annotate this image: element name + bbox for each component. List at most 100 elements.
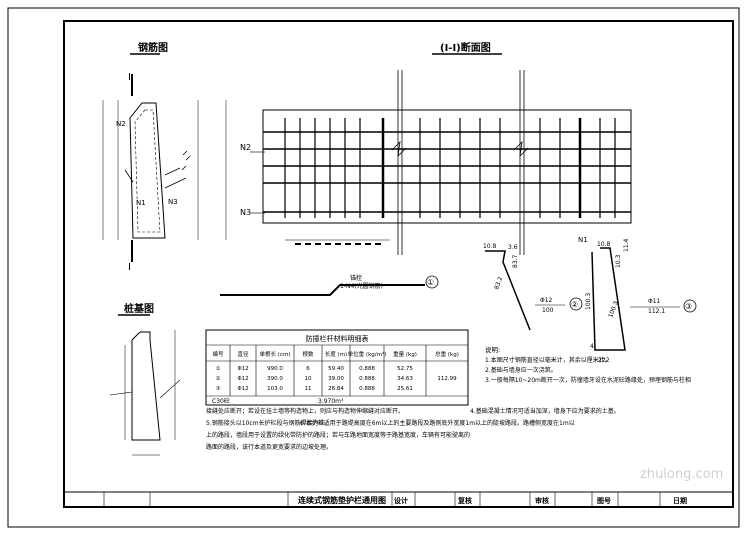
note-line: 4.基础混凝土情况可适当加深，墙身下应为要求的土基。 (470, 407, 620, 415)
bar-left-callout: ② (571, 300, 578, 309)
table-cell: Φ12 (237, 386, 248, 392)
table-header-cell: 重量 (kg) (393, 350, 417, 358)
note-line: 2.基础与墙身应一次浇筑。 (485, 366, 557, 374)
table-cell: 10 (305, 376, 312, 382)
table-header-cell: 单位重 (kg/m³) (348, 350, 387, 358)
break-symbol-right (513, 140, 529, 158)
slope-hatch (181, 150, 191, 171)
outer-border (7, 7, 740, 528)
table-frame (205, 329, 469, 406)
table-cell: 112.99 (437, 376, 457, 382)
note-line: 上的路段，墙段用于设置的绿化带防护的路段；若与车路地面宽度等于路基宽度，车辆有可… (206, 431, 470, 439)
table-cell: 390.0 (267, 376, 283, 382)
bar-right-bottom: 112.1 (648, 308, 665, 315)
break-symbol-left (391, 140, 407, 158)
bar-right-dim-c: 10.3 (615, 254, 622, 268)
callout-2-circle (569, 297, 583, 311)
stirrups-left (284, 118, 385, 218)
notes-heading: 说明: (485, 345, 500, 354)
label-n2: N2 (116, 120, 126, 128)
table-cells: 编号直径单根长 (cm)根数长度 (m)单位重 (kg/m³)重量 (kg)总重… (212, 350, 458, 392)
bar-right-n1: N1 (578, 236, 588, 244)
watermark: zhulong.com (640, 467, 723, 482)
bar-shape-right: N1 10.8 11.4 10.3 100.3 100.3 Φ11 112.1 … (578, 236, 697, 364)
tb-drawing-name: 连续式钢筋垫护栏通用图 (298, 495, 386, 505)
table-cell: ② (216, 375, 221, 382)
table-cell: 59.40 (328, 366, 344, 372)
table-cell: ③ (216, 386, 221, 392)
table-header-cell: 直径 (237, 350, 249, 358)
note-line: 3.一般每隔10~20m断开一次，防撞墙牙设在水泥砼路缘处，预埋钢筋与柱相 (485, 376, 691, 384)
title-block: 连续式钢筋垫护栏通用图 设计 复核 审核 图号 日期 (63, 491, 734, 508)
tb-date: 日期 (673, 496, 687, 505)
base-outline (131, 331, 161, 441)
anchor-bar (220, 284, 425, 296)
bar-left-label: Φ12 (540, 297, 553, 304)
bar-left-dim-c: 83.7 (512, 254, 519, 268)
table-header-cell: 长度 (m) (325, 350, 347, 358)
section-title: (I-I)断面图 (440, 41, 491, 54)
stirrups-mid (419, 118, 501, 218)
table-header-cell: 编号 (212, 350, 224, 358)
table-cell: 39.00 (328, 376, 344, 382)
table-cell: 0.888 (359, 376, 375, 382)
tb-drawing-no: 图号 (597, 496, 611, 505)
table-cell: 0.888 (359, 366, 375, 372)
table-cell: Φ12 (237, 366, 248, 372)
table-header-cell: 根数 (302, 350, 314, 358)
bar-right-dim-f: 222 (598, 357, 610, 364)
bar-left-dim-b: 3.6 (508, 244, 518, 251)
tb-approve: 审核 (535, 496, 549, 505)
rebar-cage (134, 109, 161, 233)
tb-design: 设计 (394, 496, 408, 505)
section-mark-bottom: I (128, 262, 131, 273)
base-ground (109, 379, 181, 399)
table-title: 防撞栏杆材料明细表 (306, 334, 369, 343)
table-footer-left: C30砼 (212, 397, 230, 405)
label-n1: N1 (136, 199, 146, 207)
note-line: 5.钢筋接头以10cm长护栏段与钢筋焊接为准。 (206, 419, 331, 427)
bar-left-dim-d: 83.2 (493, 276, 504, 291)
table-cell: 34.63 (397, 376, 413, 382)
table-footer-right: 3.970m³ (318, 398, 344, 405)
bar-right-dim-d: 100.3 (585, 293, 592, 310)
table-cell: ① (216, 366, 221, 372)
anchor-detail: 锚栓 1-N4(光圆钢筋) ① (220, 274, 439, 296)
bar-shape-left-line (485, 250, 531, 331)
table-header-cell: 总重 (kg) (435, 350, 459, 358)
rebar-elevation-view: 钢筋图 I I N2 N1 N3 (102, 41, 227, 273)
table-cell: 0.888 (359, 386, 375, 392)
table-column-rules (229, 345, 427, 396)
bar-right-label: Φ11 (648, 298, 661, 305)
note-line: 路面的路段，该行本道及更宽要求的边坡处理。 (206, 443, 332, 451)
anchor-note-top: 锚栓 (350, 274, 362, 282)
table-cell: 103.0 (267, 386, 283, 392)
note-line: 1.本图尺寸钢筋直径以毫米计，其余以厘米计。 (485, 356, 611, 364)
bar-right-dim-b: 11.4 (623, 238, 630, 252)
callout-3-circle (683, 299, 697, 313)
elevation-title: 钢筋图 (138, 41, 168, 54)
section-label-n2: N2 (240, 143, 251, 152)
stirrups-right (539, 118, 616, 218)
note-line: 6.本护栏适用于路堤高度在6m以上的主要路段及路侧底外宽度1m以上的陡坡路段。路… (300, 419, 575, 427)
label-n3: N3 (168, 198, 178, 206)
table-cell: 990.0 (267, 366, 283, 372)
base-title: 桩基图 (124, 302, 154, 315)
tb-review: 复核 (457, 496, 472, 505)
bar-right-dim-e: 100.3 (607, 300, 620, 319)
bar-shape-left: 10.8 3.6 83.7 83.2 Φ12 100 ② (483, 243, 583, 331)
base-view: 桩基图 (109, 302, 181, 456)
section-label-n3: N3 (240, 208, 251, 217)
table-cell: 6 (306, 366, 310, 372)
bar-right-callout: ③ (685, 302, 692, 311)
bar-left-bottom: 100 (542, 307, 554, 314)
bar-right-small: 4 (590, 343, 594, 350)
bar-right-dim-a: 10.8 (597, 241, 611, 248)
anchor-note: 1-N4(光圆钢筋) (340, 282, 383, 290)
table-cell: 52.75 (397, 366, 413, 372)
section-mark-top: I (128, 72, 131, 83)
note-line: 接缝处应断开；若设在挂土墙等构造物上，则应与构造物伸缩缝对应断开。 (206, 407, 404, 415)
table-cell: 25.61 (397, 386, 413, 392)
wall-outline (129, 102, 166, 239)
